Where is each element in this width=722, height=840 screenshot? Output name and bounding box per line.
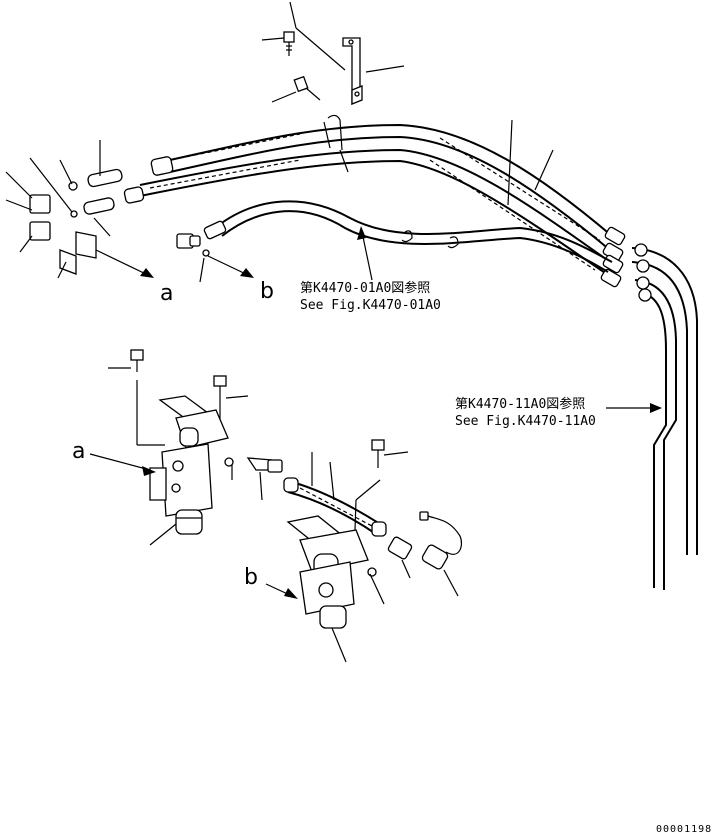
valve-b — [286, 439, 385, 629]
hose-clamp — [323, 114, 343, 151]
clamp-bolt — [293, 75, 321, 101]
ref2-en-label: See Fig.K4470-11A0 — [455, 414, 596, 429]
callout-a-top: a — [160, 281, 173, 306]
ref1-jp-label: 第K4470-01A0図参照 — [300, 280, 430, 296]
upper-hose-bundle — [139, 123, 613, 276]
arrow-into-b — [265, 583, 298, 599]
sensor-assembly — [387, 511, 463, 597]
callout-b-top: b — [260, 279, 274, 304]
ref2-arrow — [606, 403, 662, 413]
fitting-b — [176, 233, 210, 257]
left-hose-ends — [68, 156, 174, 218]
callout-a-valve: a — [72, 439, 85, 464]
upper-right-fittings — [600, 226, 626, 288]
arrow-to-a — [95, 249, 154, 278]
arrow-to-b — [207, 255, 254, 278]
arrow-into-a — [89, 453, 156, 476]
middle-hose — [203, 200, 613, 273]
ref1-en-label: See Fig.K4470-01A0 — [300, 298, 441, 313]
valve-a-plug — [224, 457, 234, 467]
ref1-arrow — [357, 226, 373, 281]
document-number: 00001198 — [656, 824, 712, 835]
leader-lines-valve-b — [331, 451, 409, 663]
valve-a — [130, 349, 229, 535]
ref2-jp-label: 第K4470-11A0図参照 — [455, 396, 585, 412]
callout-b-valve: b — [244, 565, 258, 590]
leader-lines-upper — [5, 1, 554, 283]
upper-bracket — [342, 37, 363, 106]
leader-lines-valve-a — [108, 367, 249, 546]
elbow-fitting — [246, 457, 283, 501]
bracket-bolt — [283, 31, 295, 56]
left-tee-fittings — [29, 194, 97, 275]
lower-hose — [283, 452, 387, 537]
pipe-run — [631, 243, 698, 590]
